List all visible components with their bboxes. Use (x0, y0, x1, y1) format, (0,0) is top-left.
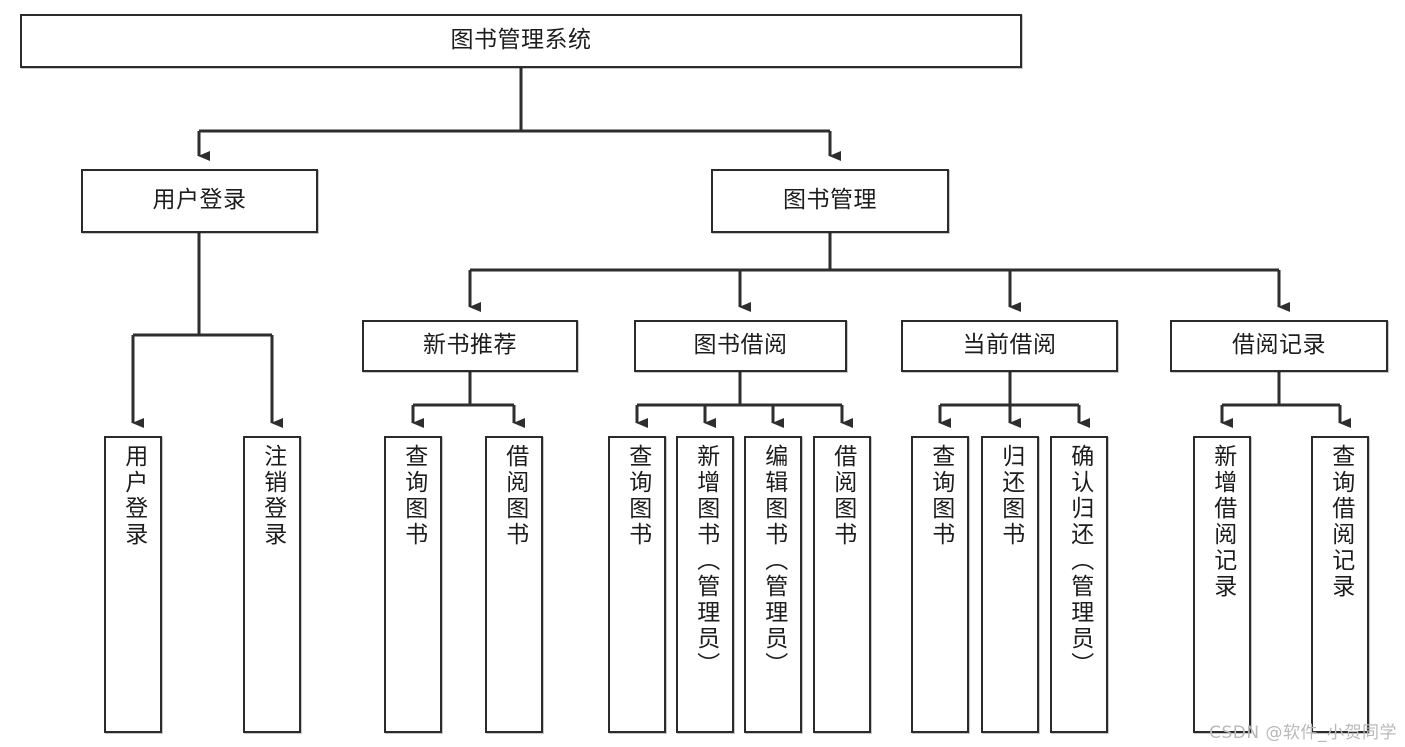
node-label: 查询借阅记录 (1327, 444, 1354, 600)
node-user-login[interactable]: 用户登录 (81, 169, 318, 233)
node-label: 新增借阅记录 (1209, 444, 1236, 600)
leaf-user-login-logout[interactable]: 注销登录 (243, 436, 301, 733)
leaf-borrow-add-book-admin[interactable]: 新增图书（管理员） (676, 436, 734, 733)
leaf-recommend-query-book[interactable]: 查询图书 (384, 436, 442, 733)
node-label: 查询图书 (624, 444, 651, 548)
leaf-current-return-book[interactable]: 归还图书 (981, 436, 1039, 733)
node-label: 查询图书 (400, 444, 427, 548)
node-label: 用户登录 (152, 187, 247, 214)
leaf-recommend-borrow-book[interactable]: 借阅图书 (485, 436, 543, 733)
node-book-management[interactable]: 图书管理 (711, 169, 949, 233)
node-label: 用户登录 (120, 444, 147, 548)
node-label: 借阅图书 (829, 444, 856, 548)
leaf-record-query-record[interactable]: 查询借阅记录 (1311, 436, 1369, 733)
node-label: 归还图书 (997, 444, 1024, 548)
node-label: 注销登录 (259, 444, 286, 548)
leaf-borrow-borrow-book[interactable]: 借阅图书 (813, 436, 871, 733)
node-label: 借阅图书 (501, 444, 528, 548)
node-label: 图书管理 (783, 187, 877, 214)
leaf-user-login-login[interactable]: 用户登录 (104, 436, 162, 733)
node-label: 新增图书（管理员） (692, 444, 719, 678)
leaf-record-add-record[interactable]: 新增借阅记录 (1193, 436, 1251, 733)
node-label: 图书借阅 (693, 332, 788, 359)
node-label: 借阅记录 (1232, 332, 1326, 359)
node-label: 查询图书 (927, 444, 954, 548)
node-borrow-record[interactable]: 借阅记录 (1170, 320, 1388, 372)
node-label: 确认归还（管理员） (1066, 444, 1093, 678)
node-new-book-recommend[interactable]: 新书推荐 (362, 320, 578, 372)
csdn-watermark: CSDN @软件_小贺同学 (1209, 723, 1397, 743)
leaf-current-query-book[interactable]: 查询图书 (911, 436, 969, 733)
node-book-borrow[interactable]: 图书借阅 (634, 320, 847, 372)
leaf-borrow-edit-book-admin[interactable]: 编辑图书（管理员） (744, 436, 802, 733)
node-current-borrow[interactable]: 当前借阅 (901, 320, 1118, 372)
node-root-book-management-system[interactable]: 图书管理系统 (20, 14, 1022, 68)
node-label: 新书推荐 (423, 332, 517, 359)
leaf-current-confirm-return-admin[interactable]: 确认归还（管理员） (1050, 436, 1108, 733)
leaf-borrow-query-book[interactable]: 查询图书 (608, 436, 666, 733)
node-label: 图书管理系统 (450, 27, 592, 54)
node-label: 编辑图书（管理员） (760, 444, 787, 678)
node-label: 当前借阅 (962, 332, 1057, 359)
